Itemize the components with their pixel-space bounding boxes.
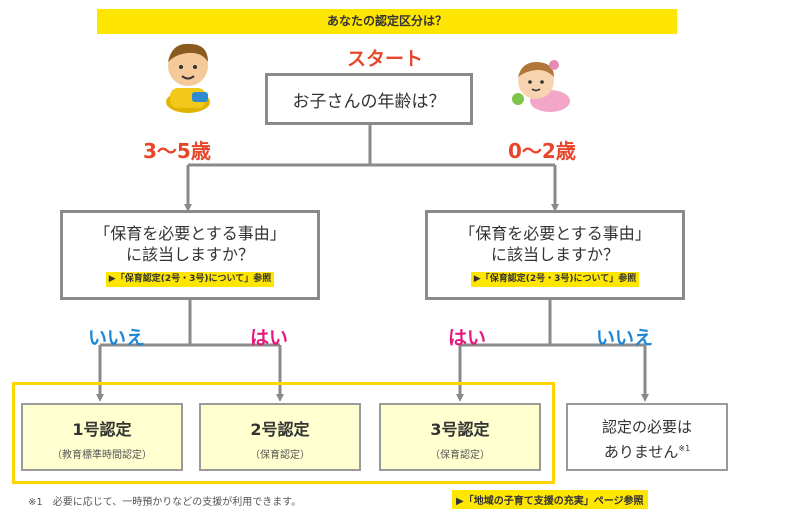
age-question-text: お子さんの年齢は？ — [292, 91, 446, 112]
cert-type-2: 2号認定 （保育認定） — [199, 403, 361, 471]
no-cert-box: 認定の必要は ありません※1 — [566, 403, 728, 471]
start-label: スタート — [346, 48, 423, 70]
cert-type-2-sub: （保育認定） — [250, 450, 310, 461]
reason-ref-link[interactable]: ▶「保育認定(2号・3号)について」参照 — [105, 272, 275, 287]
age-label-0-2: 0～2歳 — [508, 139, 576, 163]
reason-ref-link[interactable]: ▶「保育認定(2号・3号)について」参照 — [470, 272, 640, 287]
no-cert-line2: ありません — [603, 443, 679, 461]
page-title: あなたの認定区分は？ — [97, 9, 677, 34]
cert-type-2-title: 2号認定 — [250, 420, 310, 439]
age-question-box: お子さんの年齢は？ — [265, 73, 473, 125]
cert-type-3-title: 3号認定 — [430, 420, 490, 439]
baby-illustration — [512, 60, 570, 112]
reason-line1: 「保育を必要とする事由」 — [94, 224, 286, 243]
footnote-ref-link[interactable]: ▶「地域の子育て支援の充実」ページ参照 — [452, 490, 648, 509]
boy-illustration — [166, 43, 210, 113]
cert-type-1-sub: （教育標準時間認定） — [52, 450, 152, 461]
reason-line2: に該当しますか？ — [125, 245, 254, 264]
cert-type-1-title: 1号認定 — [72, 420, 132, 439]
cert-type-1: 1号認定 （教育標準時間認定） — [21, 403, 183, 471]
no-cert-line1: 認定の必要は — [601, 418, 692, 436]
reason-question-left: 「保育を必要とする事由」 に該当しますか？ ▶「保育認定(2号・3号)について」… — [60, 210, 320, 300]
cert-type-3: 3号認定 （保育認定） — [379, 403, 541, 471]
cert-type-3-sub: （保育認定） — [430, 450, 490, 461]
footnote-mark: ※1 — [678, 444, 691, 453]
answer-yes-right: はい — [448, 327, 487, 349]
reason-line1: 「保育を必要とする事由」 — [459, 224, 651, 243]
certification-group — [12, 382, 555, 484]
age-label-3-5: 3～5歳 — [143, 139, 211, 163]
footnote-text: ※1 必要に応じて、一時預かりなどの支援が利用できます。 — [28, 497, 302, 508]
answer-yes-left: はい — [250, 327, 289, 349]
answer-no-left: いいえ — [88, 327, 146, 349]
answer-no-right: いいえ — [596, 327, 654, 349]
reason-question-right: 「保育を必要とする事由」 に該当しますか？ ▶「保育認定(2号・3号)について」… — [425, 210, 685, 300]
reason-line2: に該当しますか？ — [490, 245, 619, 264]
